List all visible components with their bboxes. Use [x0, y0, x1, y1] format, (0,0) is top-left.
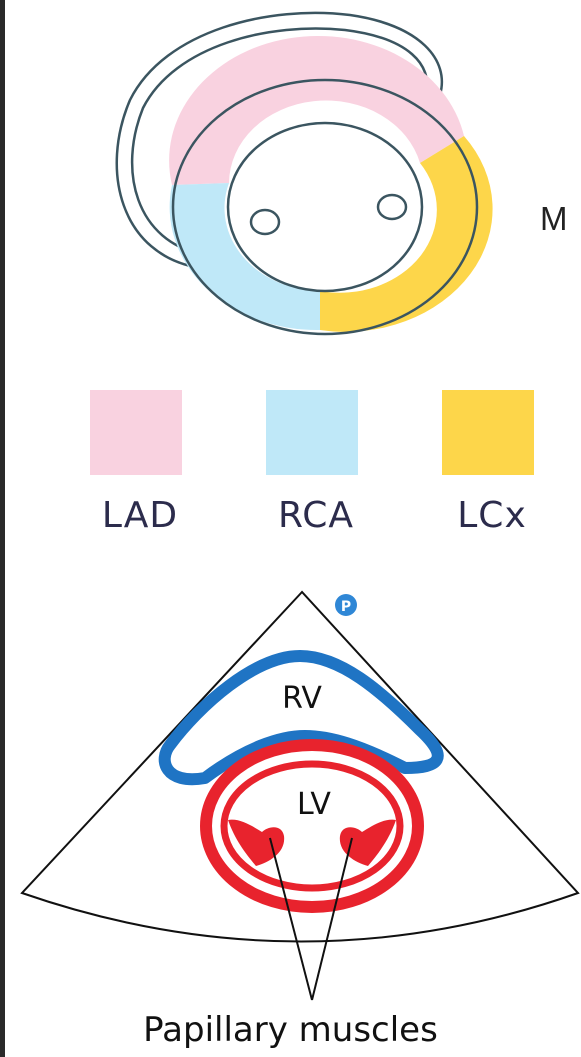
legend-label-lad: LAD	[101, 495, 179, 536]
lv-outer-wall	[200, 739, 424, 913]
legend-swatch-lcx	[442, 390, 534, 475]
rv-outer-outline	[115, 11, 444, 270]
legend-swatch-rca	[266, 390, 358, 475]
left-border	[0, 0, 5, 1057]
pointer-line-left	[269, 837, 313, 1001]
rca-territory-segment	[169, 183, 320, 331]
anterolateral-papillary-muscle	[376, 193, 408, 221]
posteromedial-papillary-muscle	[249, 208, 281, 236]
legend-label-rca: RCA	[278, 495, 354, 536]
papillary-muscle-left	[228, 819, 285, 866]
short-axis-ring-diagram	[115, 11, 493, 336]
papillary-muscle-right	[339, 819, 396, 866]
papillary-muscles-caption: Papillary muscles	[143, 1010, 438, 1050]
legend-item-lad: LAD	[90, 390, 190, 536]
lad-territory-segment	[169, 35, 465, 185]
legend-item-lcx: LCx	[442, 390, 542, 536]
section-level-label: M	[540, 200, 568, 237]
probe-marker-letter: P	[341, 599, 351, 615]
probe-marker-icon	[335, 594, 357, 616]
ring-outer-outline	[171, 78, 479, 336]
legend-swatch-lad	[90, 390, 182, 475]
rv-label: RV	[282, 681, 322, 716]
lv-inner-wall	[220, 760, 404, 892]
ring-inner-outline	[226, 121, 424, 293]
legend-item-rca: RCA	[266, 390, 366, 536]
pointer-line-right	[311, 837, 353, 1001]
rv-inner-outline	[130, 27, 429, 257]
right-ventricle-outline	[158, 650, 444, 786]
legend-label-lcx: LCx	[457, 495, 527, 536]
lcx-territory-segment	[320, 136, 493, 332]
lv-label: LV	[297, 787, 331, 822]
